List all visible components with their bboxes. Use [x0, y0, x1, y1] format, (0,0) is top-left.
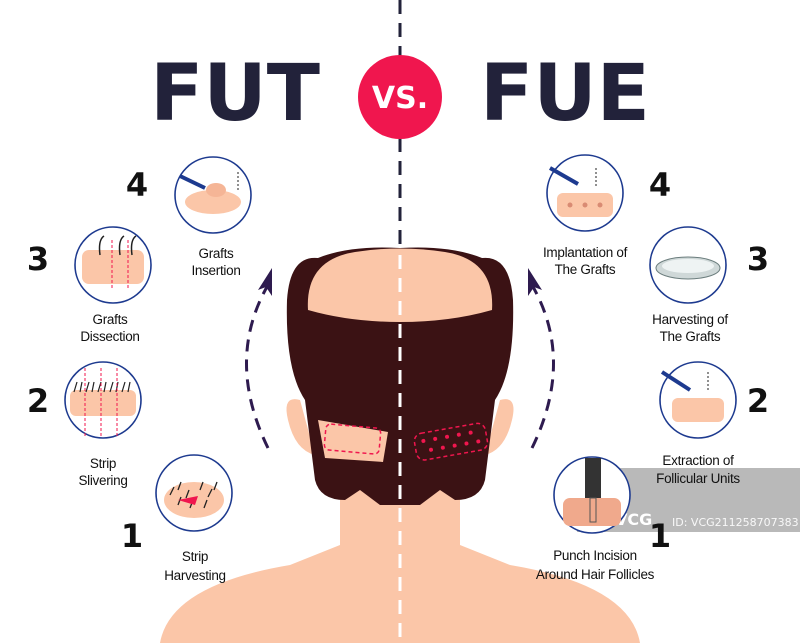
svg-text:2: 2 — [747, 382, 769, 420]
svg-text:Grafts: Grafts — [93, 312, 129, 327]
arrow-head-icon — [258, 268, 272, 296]
svg-text:4: 4 — [126, 166, 148, 204]
svg-text:The Grafts: The Grafts — [555, 262, 616, 277]
graft-block-icon — [82, 250, 144, 284]
fut-donor-strip — [318, 420, 388, 462]
svg-text:Strip: Strip — [182, 549, 208, 564]
svg-text:4: 4 — [649, 166, 671, 204]
svg-text:Dissection: Dissection — [80, 329, 139, 344]
svg-text:ID: VCG211258707383: ID: VCG211258707383 — [672, 516, 799, 529]
skin-graft-icon — [185, 190, 241, 214]
fut-step-2: 2 Strip Slivering — [27, 361, 142, 488]
fut-step-4: 4 Grafts Insertion — [126, 156, 252, 278]
tweezers-icon — [660, 370, 692, 392]
svg-text:2: 2 — [27, 382, 49, 420]
fue-donor-area — [413, 422, 489, 461]
svg-text:Insertion: Insertion — [191, 263, 240, 278]
svg-text:Grafts: Grafts — [199, 246, 235, 261]
shoulders — [160, 460, 640, 643]
fut-step-3: 3 Grafts Dissection — [27, 226, 152, 344]
svg-text:Extraction of: Extraction of — [662, 453, 734, 468]
fue-title: FUE — [480, 49, 650, 139]
svg-text:1: 1 — [649, 517, 671, 555]
svg-text:3: 3 — [747, 240, 769, 278]
svg-text:Punch Incision: Punch Incision — [553, 548, 637, 563]
arrow-head-icon — [528, 268, 542, 296]
fue-cycle-arrow — [528, 268, 555, 449]
tweezers-icon — [549, 166, 579, 186]
fue-step-3: 3 Harvesting of The Grafts — [649, 226, 769, 344]
fue-step-4: 4 Implantation of The Grafts — [543, 154, 671, 277]
tweezers-icon — [179, 174, 206, 190]
svg-text:Harvesting: Harvesting — [164, 568, 226, 583]
head-back-illustration — [160, 247, 640, 643]
fut-step-1: 1 Strip Harvesting — [121, 454, 233, 583]
fut-title: FUT — [150, 49, 320, 139]
svg-text:3: 3 — [27, 240, 49, 278]
svg-text:Implantation of: Implantation of — [543, 245, 628, 260]
vs-badge: VS. — [358, 55, 442, 139]
svg-text:Follicular Units: Follicular Units — [656, 471, 740, 486]
punch-tool-icon — [585, 458, 601, 498]
svg-text:1: 1 — [121, 517, 143, 555]
right-ear — [485, 399, 514, 455]
fue-step-2: 2 Extraction of Follicular Units — [656, 361, 769, 486]
svg-text:Slivering: Slivering — [78, 473, 127, 488]
svg-text:The Grafts: The Grafts — [660, 329, 721, 344]
fut-cycle-arrow — [245, 268, 272, 449]
fue-step-1: 1 Punch Incision Around Hair Follicles — [536, 456, 671, 582]
svg-text:Strip: Strip — [90, 456, 116, 471]
svg-text:Around Hair Follicles: Around Hair Follicles — [536, 567, 655, 582]
svg-text:VS.: VS. — [372, 81, 428, 116]
strip-icon — [70, 390, 136, 416]
svg-text:Harvesting of: Harvesting of — [652, 312, 728, 327]
left-ear — [286, 399, 315, 455]
